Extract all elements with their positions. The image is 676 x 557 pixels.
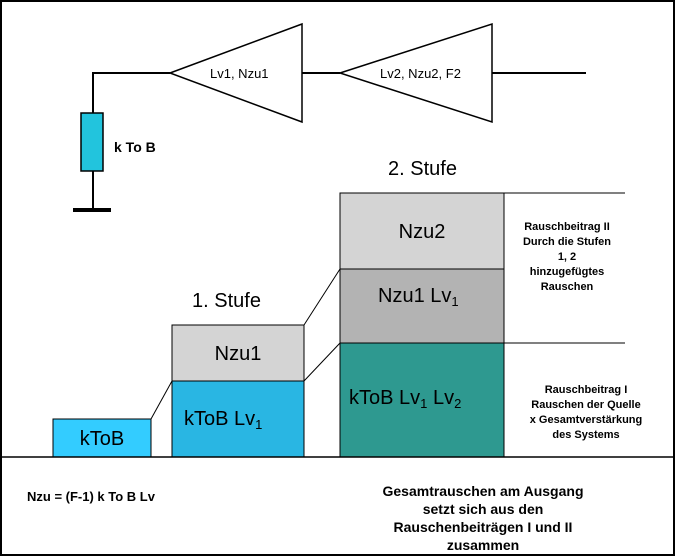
connector-2 bbox=[303, 342, 341, 382]
source-label: k To B bbox=[114, 139, 156, 155]
note-contribution-1: Rauschbeitrag I Rauschen der Quelle x Ge… bbox=[530, 384, 643, 441]
block-stage2-noise2: Nzu2 bbox=[339, 192, 505, 270]
note1-line-3: x Gesamtverstärkung bbox=[530, 414, 643, 426]
note2-line-2: Durch die Stufen bbox=[523, 236, 611, 248]
connector-1 bbox=[150, 380, 173, 420]
stage1-title: 1. Stufe bbox=[192, 290, 261, 312]
block-ktob: kToB bbox=[52, 418, 152, 458]
amplifier-1-label: Lv1, Nzu1 bbox=[210, 66, 269, 81]
block-ktob-label: kToB bbox=[80, 428, 124, 450]
summary-line-3: Rauschenbeiträgen I und II bbox=[394, 519, 573, 535]
connector-3 bbox=[303, 268, 341, 326]
input-wire bbox=[92, 72, 170, 113]
formula: Nzu = (F-1) k To B Lv bbox=[27, 489, 156, 504]
block-stage1-signal-label: kToB Lv1 bbox=[184, 408, 262, 432]
block-stage2-noise1-label: Nzu1 Lv1 bbox=[378, 285, 459, 309]
note2-line-5: Rauschen bbox=[541, 281, 594, 293]
block-stage1-signal: kToB Lv1 bbox=[171, 380, 305, 458]
amplifier-2-label: Lv2, Nzu2, F2 bbox=[380, 66, 461, 81]
note1-line-1: Rauschbeitrag I bbox=[545, 384, 628, 396]
circuit: Lv1, Nzu1 Lv2, Nzu2, F2 k To B bbox=[73, 22, 586, 212]
block-stage1-noise-label: Nzu1 bbox=[215, 343, 262, 365]
block-stage1-noise: Nzu1 bbox=[171, 324, 305, 382]
block-stage2-noise2-label: Nzu2 bbox=[399, 221, 446, 243]
block-stage2-signal: kToB Lv1 Lv2 bbox=[339, 342, 505, 458]
resistor bbox=[80, 112, 104, 172]
note1-line-2: Rauschen der Quelle bbox=[531, 399, 640, 411]
block-stage2-signal-label: kToB Lv1 Lv2 bbox=[349, 387, 461, 411]
note-contribution-2: Rauschbeitrag II Durch die Stufen 1, 2 h… bbox=[523, 221, 611, 293]
note2-line-4: hinzugefügtes bbox=[530, 266, 605, 278]
block-stage2-noise1: Nzu1 Lv1 bbox=[339, 268, 505, 344]
note1-line-4: des Systems bbox=[552, 429, 619, 441]
summary-line-1: Gesamtrauschen am Ausgang bbox=[383, 483, 584, 499]
note2-line-3: 1, 2 bbox=[558, 251, 576, 263]
summary-line-4: zusammen bbox=[447, 537, 519, 553]
summary-line-2: setzt sich aus den bbox=[423, 501, 544, 517]
stage2-title: 2. Stufe bbox=[388, 158, 457, 180]
note2-line-1: Rauschbeitrag II bbox=[524, 221, 610, 233]
